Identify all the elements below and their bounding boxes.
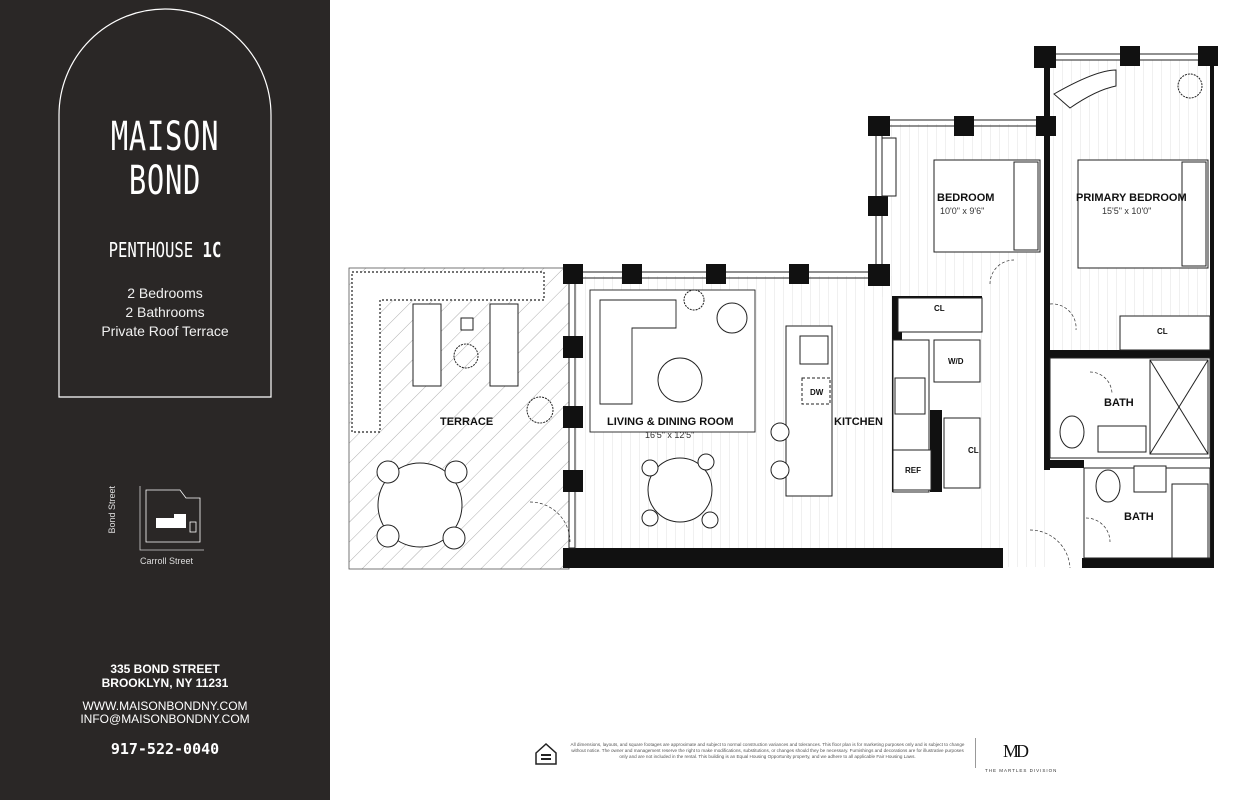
columns	[563, 46, 1218, 492]
unit-name-suffix: 1C	[202, 238, 222, 262]
desk	[881, 137, 897, 197]
closet-bedroom	[897, 297, 983, 333]
dim-living: 16'5" x 12'5"	[645, 430, 695, 440]
brokerage-name: THE MARTLES DIVISION	[985, 768, 1058, 773]
website-link[interactable]: WWW.MAISONBONDNY.COM	[82, 699, 248, 713]
locator-map	[139, 486, 204, 551]
feature-bedrooms: 2 Bedrooms	[127, 285, 203, 301]
label-primary-bedroom: PRIMARY BEDROOM	[1076, 192, 1187, 204]
locator-street-carroll: Carroll Street	[140, 556, 194, 566]
brand-line-1: MAISON	[110, 114, 220, 160]
floor-plan-drawing	[348, 46, 1218, 570]
locator-street-bond: Bond Street	[107, 486, 117, 534]
label-dishwasher: DW	[810, 388, 824, 397]
footer-divider	[975, 738, 976, 768]
brokerage-logo: MD	[1003, 741, 1029, 761]
disclaimer-text: All dimensions, layouts, and square foot…	[570, 742, 965, 759]
dim-primary: 15'5" x 10'0"	[1102, 206, 1152, 216]
floor-plan: TERRACE LIVING & DINING ROOM 16'5" x 12'…	[330, 0, 1236, 800]
email-link[interactable]: INFO@MAISONBONDNY.COM	[80, 712, 250, 726]
label-bath-second: BATH	[1124, 511, 1154, 523]
closet-hall	[943, 417, 981, 489]
sidebar: MAISON BOND PENTHOUSE 1C 2 Bedrooms 2 Ba…	[0, 0, 330, 800]
equal-housing-icon	[535, 742, 557, 765]
label-closet-primary: CL	[1157, 327, 1168, 336]
label-living: LIVING & DINING ROOM	[607, 416, 734, 428]
label-washer-dryer: W/D	[948, 357, 964, 366]
phone-number[interactable]: 917-522-0040	[110, 740, 220, 758]
label-bedroom: BEDROOM	[937, 192, 995, 204]
label-bath-primary: BATH	[1104, 397, 1134, 409]
brand-line-2: BOND	[128, 158, 202, 204]
lounge-chair	[716, 302, 748, 334]
label-kitchen: KITCHEN	[834, 416, 883, 428]
dim-bedroom: 10'0" x 9'6"	[940, 206, 985, 216]
cooktop	[894, 377, 926, 415]
label-closet-bedroom: CL	[934, 304, 945, 313]
unit-name-prefix: PENTHOUSE	[108, 238, 203, 262]
door-swings	[529, 259, 1113, 569]
coffee-table	[657, 357, 703, 403]
sofa	[599, 299, 677, 405]
feature-bathrooms: 2 Bathrooms	[125, 304, 205, 320]
arch-frame	[58, 8, 272, 398]
label-terrace: TERRACE	[440, 416, 494, 428]
plant	[683, 289, 705, 311]
closet-primary	[1119, 315, 1211, 351]
corner-chair	[1053, 69, 1117, 109]
feature-terrace: Private Roof Terrace	[101, 323, 229, 339]
label-fridge: REF	[905, 466, 921, 475]
label-closet-hall: CL	[968, 446, 979, 455]
sink	[799, 335, 829, 365]
fridge	[892, 449, 932, 491]
terrace-loungers	[412, 303, 554, 424]
terrace-table	[377, 462, 463, 548]
address-line-2: BROOKLYN, NY 11231	[101, 676, 229, 690]
terrace-planter	[351, 271, 545, 433]
address-line-1: 335 BOND STREET	[110, 662, 220, 676]
washer-dryer	[933, 339, 981, 383]
dishwasher	[801, 377, 831, 405]
hall-floor	[980, 297, 1050, 567]
dining-table	[647, 457, 713, 523]
unit-name: PENTHOUSE 1C	[36, 238, 293, 262]
